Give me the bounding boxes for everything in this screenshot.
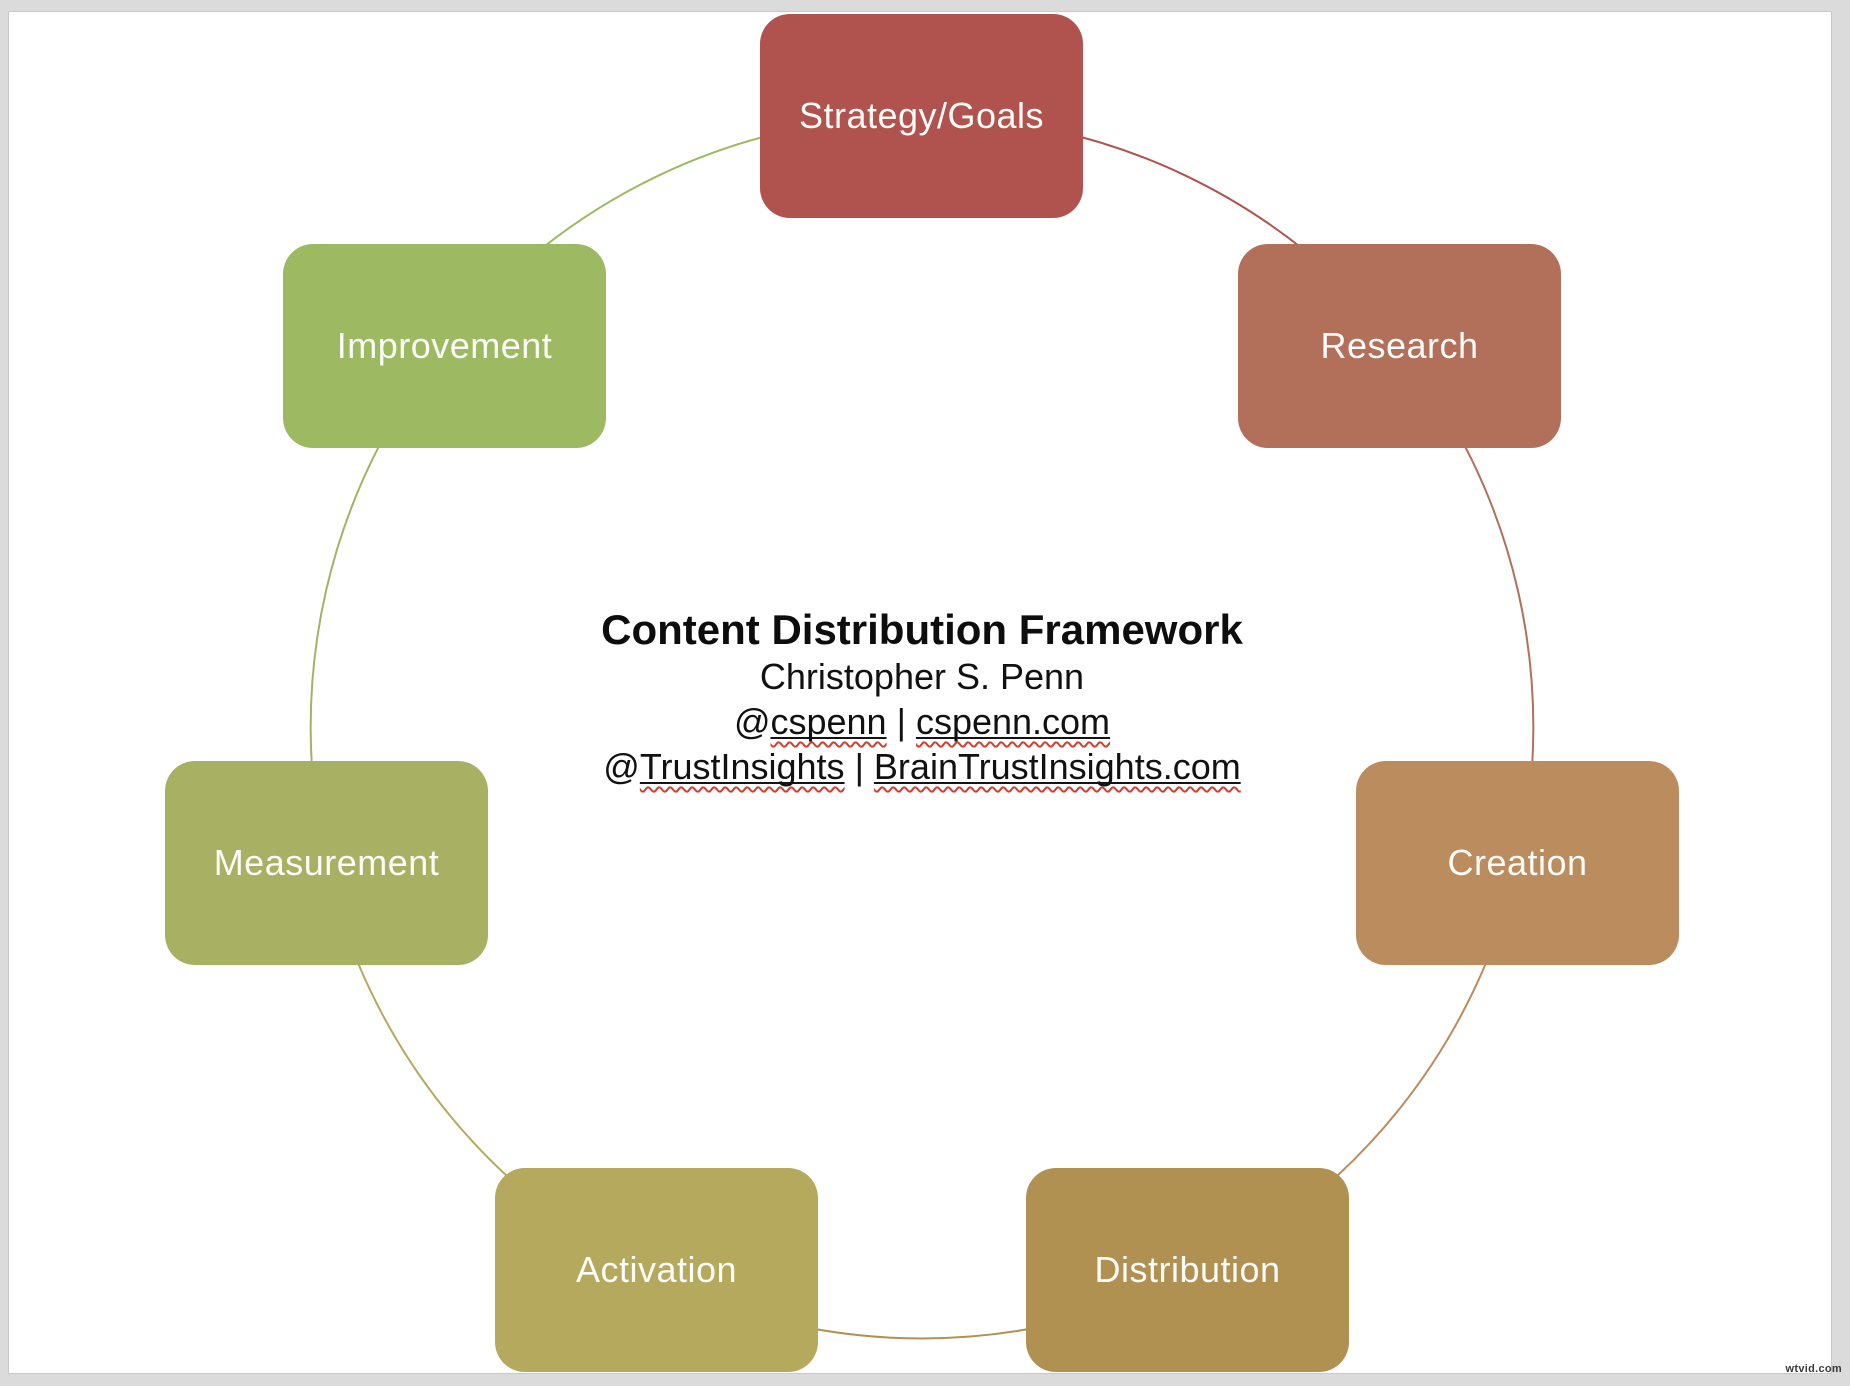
cycle-node-label: Activation	[575, 1249, 738, 1290]
twitter-handle-cspenn: cspenn	[770, 701, 887, 742]
framework-title: Content Distribution Framework	[601, 606, 1243, 653]
watermark-text: wtvid.com	[1785, 1363, 1842, 1375]
cycle-node-creation[interactable]: Creation	[1356, 761, 1679, 965]
cycle-node-distribution[interactable]: Distribution	[1026, 1168, 1349, 1372]
cycle-node-label: Distribution	[1094, 1249, 1281, 1290]
cycle-node-improvement[interactable]: Improvement	[283, 244, 606, 448]
cycle-node-label: Research	[1320, 325, 1479, 366]
spellcheck-underline: cspenn.com	[916, 701, 1110, 742]
at-sign: @	[603, 746, 640, 787]
website-cspenn: cspenn.com	[915, 701, 1111, 742]
social-handle-line: @cspenn | cspenn.com	[422, 699, 1422, 744]
cycle-node-research[interactable]: Research	[1238, 244, 1561, 448]
cycle-node-measurement[interactable]: Measurement	[165, 761, 488, 965]
cycle-node-label: Creation	[1447, 842, 1588, 883]
company-handle-line: @TrustInsights | BrainTrustInsights.com	[422, 744, 1422, 789]
website-braintrustinsights: BrainTrustInsights.com	[873, 746, 1241, 787]
cycle-node-label: Measurement	[213, 842, 440, 883]
spellcheck-underline: BrainTrustInsights.com	[874, 746, 1241, 787]
author-name: Christopher S. Penn	[759, 656, 1085, 697]
at-sign: @	[733, 701, 771, 742]
center-text-block[interactable]: Content Distribution Framework Christoph…	[422, 606, 1422, 789]
cycle-node-label: Strategy/Goals	[798, 95, 1045, 136]
cycle-node-activation[interactable]: Activation	[495, 1168, 818, 1372]
cycle-node-strategy-goals[interactable]: Strategy/Goals	[760, 14, 1083, 218]
separator: |	[844, 746, 874, 787]
cycle-node-label: Improvement	[336, 325, 553, 366]
separator: |	[886, 701, 916, 742]
spellcheck-underline: cspenn	[770, 701, 886, 742]
spellcheck-underline: TrustInsights	[640, 746, 845, 787]
twitter-handle-trustinsights: TrustInsights	[639, 746, 845, 787]
